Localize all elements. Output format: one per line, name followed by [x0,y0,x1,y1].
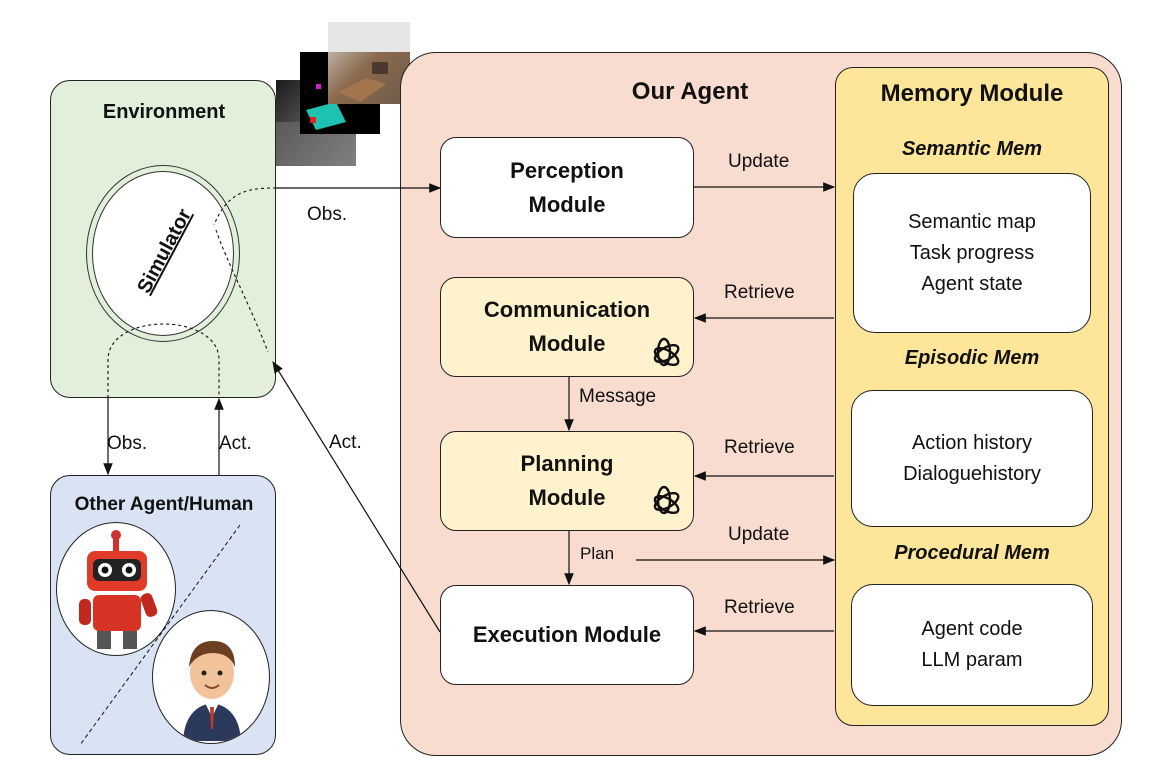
retrieve-label: Retrieve [724,597,795,618]
execution-module-label: Execution Module [472,622,662,647]
simulator-screenshot-icon [276,22,410,166]
other-agents-title: Other Agent/Human [74,494,254,515]
update-label: Update [728,151,790,172]
openai-logo-icon [644,483,684,523]
semantic-mem-item: Agent state [921,272,1023,295]
message-label: Message [579,386,657,407]
episodic-mem-item: Dialoguehistory [903,462,1041,485]
semantic-mem-item: Semantic map [908,210,1036,233]
planning-module: Planning Module [440,431,694,531]
human-avatar-icon [152,610,270,744]
planning-module-label: Planning [520,451,614,476]
plan-label: Plan [580,544,615,563]
semantic-mem-title: Semantic Mem [901,138,1043,160]
obs-label: Obs. [307,204,348,225]
perception-module-label: Module [528,191,606,217]
procedural-mem-item: LLM param [921,649,1023,671]
procedural-mem-title: Procedural Mem [894,542,1050,564]
retrieve-label: Retrieve [724,437,795,458]
episodic-mem-box: Action history Dialoguehistory [851,390,1093,527]
episodic-mem-item: Action history [911,431,1033,454]
robot-avatar-icon [56,522,176,656]
episodic-mem-title: Episodic Mem [904,347,1040,369]
act-label: Act. [329,432,362,453]
semantic-mem-box: Semantic map Task progress Agent state [853,173,1091,333]
our-agent-title: Our Agent [631,78,749,105]
act-label: Act. [219,433,252,454]
retrieve-label: Retrieve [724,282,795,303]
semantic-mem-item: Task progress [909,241,1035,264]
update-label: Update [728,524,790,545]
obs-label: Obs. [107,433,148,454]
memory-module-title: Memory Module [880,80,1064,107]
environment-title: Environment [102,101,226,123]
perception-module: Perception Module [440,137,694,238]
execution-module: Execution Module [440,585,694,685]
communication-module: Communication Module [440,277,694,377]
procedural-mem-item: Agent code [921,618,1023,640]
openai-logo-icon [644,335,684,375]
procedural-mem-box: Agent code LLM param [851,584,1093,706]
communication-module-label: Communication [483,297,651,322]
communication-module-label: Module [528,331,606,356]
planning-module-label: Module [528,485,606,510]
perception-module-label: Perception [510,157,624,183]
